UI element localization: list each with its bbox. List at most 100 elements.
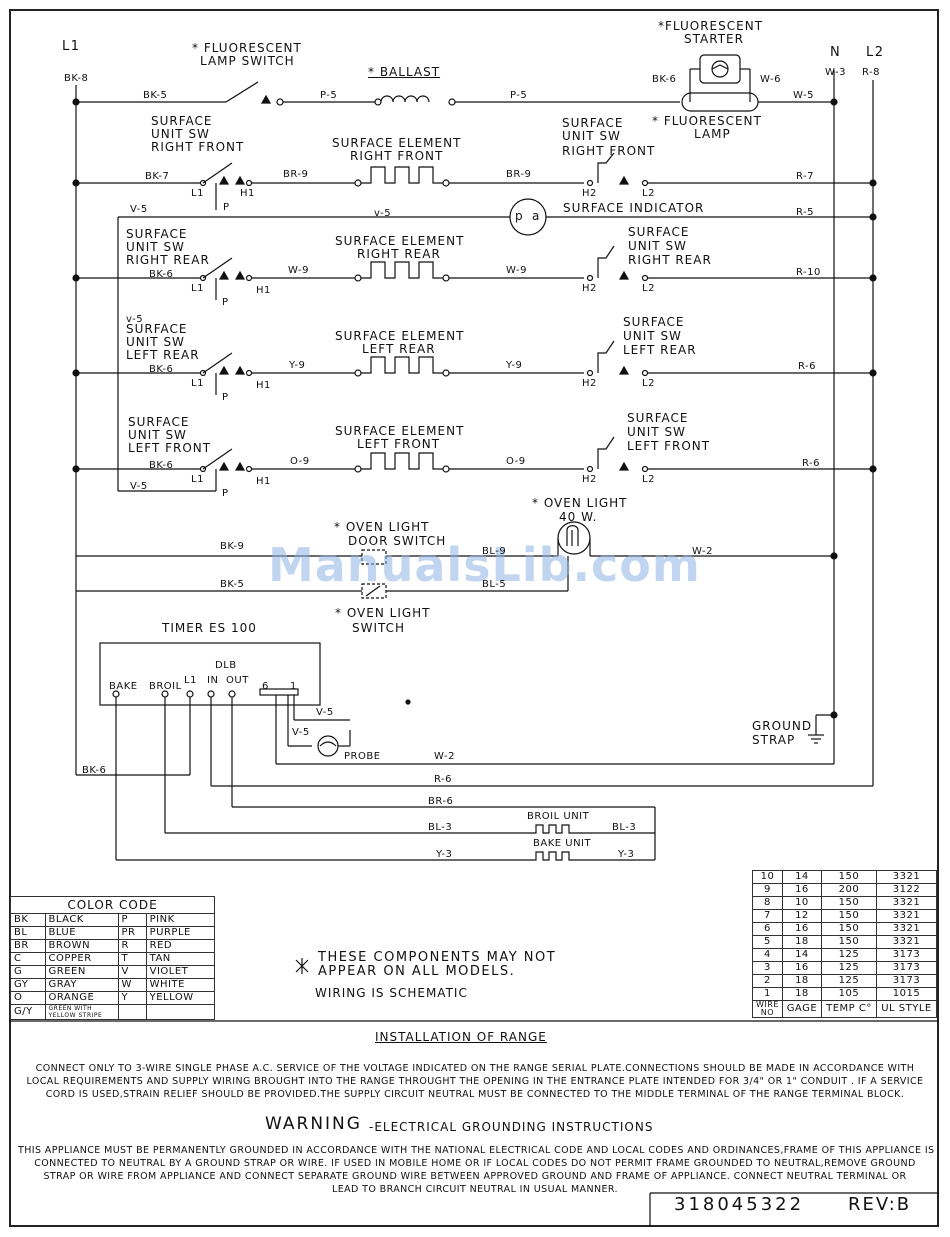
- lamp-label-1: * FLUORESCENT: [652, 114, 762, 128]
- timer-circuit: [76, 642, 874, 861]
- indicator-a: a: [532, 209, 541, 223]
- timer-out: OUT: [226, 675, 249, 686]
- wire-w9-b: W-9: [506, 265, 527, 276]
- wire-w2-oven: W-2: [692, 546, 713, 557]
- rr-sw-label-2: UNIT SW: [126, 240, 185, 254]
- lf-sw2-label-1: SURFACE: [627, 411, 689, 425]
- lamp-label-2: LAMP: [694, 127, 731, 141]
- wire-br9-a: BR-9: [283, 169, 309, 180]
- timer-bake: BAKE: [109, 681, 138, 692]
- broil-unit-label: BROIL UNIT: [527, 811, 590, 822]
- wire-bl5: BL-5: [482, 579, 507, 590]
- install-text: CONNECT ONLY TO 3-WIRE SINGLE PHASE A.C.…: [26, 1063, 924, 1100]
- part-number: 318045322: [674, 1194, 805, 1215]
- lr-sw-label-1: SURFACE: [126, 322, 188, 336]
- revision: REV:B: [848, 1194, 912, 1215]
- wire-p5-a: P-5: [320, 90, 338, 101]
- wire-br9-b: BR-9: [506, 169, 532, 180]
- lr-sw2-label-1: SURFACE: [623, 315, 685, 329]
- wire-bl3-b: BL-3: [612, 822, 637, 833]
- note-line-2: APPEAR ON ALL MODELS.: [318, 964, 516, 979]
- warning-subtitle: -ELECTRICAL GROUNDING INSTRUCTIONS: [369, 1120, 654, 1134]
- n-wire-label: W-3: [825, 67, 846, 78]
- light-switch-label-1: * OVEN LIGHT: [335, 606, 431, 620]
- rr-sw2-label-2: UNIT SW: [628, 239, 687, 253]
- watermark: ManualsLib.com: [268, 538, 701, 592]
- wire-y3-a: Y-3: [436, 849, 453, 860]
- wire-v5-a: V-5: [130, 204, 148, 215]
- wire-r10: R-10: [796, 267, 821, 278]
- surface-row-left-front: [76, 436, 873, 492]
- oven-light-label-1: * OVEN LIGHT: [532, 496, 628, 510]
- wire-bk9: BK-9: [220, 541, 245, 552]
- wire-bk6-rr: BK-6: [149, 269, 174, 280]
- wire-o9-a: O-9: [290, 456, 310, 467]
- lf-sw-label-2: UNIT SW: [128, 428, 187, 442]
- starter-label-2: STARTER: [684, 32, 744, 46]
- lr-sw2-label-2: UNIT SW: [623, 329, 682, 343]
- lamp-switch-label-1: * FLUORESCENT: [192, 41, 302, 55]
- wire-o9-b: O-9: [506, 456, 526, 467]
- wire-bl9: BL-9: [482, 546, 507, 557]
- rf-sw2-label-1: SURFACE: [562, 116, 624, 130]
- lr-elem-label-1: SURFACE ELEMENT: [335, 329, 465, 343]
- timer-pin-6: 6: [262, 681, 269, 692]
- rf-elem-label-2: RIGHT FRONT: [350, 149, 444, 163]
- rr-term-l1: L1: [191, 283, 204, 294]
- door-switch-label-1: * OVEN LIGHT: [334, 520, 430, 534]
- timer-pin-1: 1: [290, 681, 297, 692]
- wire-bk7: BK-7: [145, 171, 170, 182]
- rr-sw2-label-1: SURFACE: [628, 225, 690, 239]
- light-switch-label-2: SWITCH: [352, 621, 406, 635]
- rr-elem-label-1: SURFACE ELEMENT: [335, 234, 465, 248]
- rf-term-p: P: [223, 202, 230, 213]
- wire-r5: R-5: [796, 207, 815, 218]
- rf-sw2-label-3: RIGHT FRONT: [562, 144, 656, 158]
- ground-label-1: GROUND: [752, 719, 813, 733]
- rr-sw-label-3: RIGHT REAR: [126, 253, 210, 267]
- note-line-3: WIRING IS SCHEMATIC: [315, 986, 468, 1000]
- wire-v5-b: v-5: [374, 208, 392, 219]
- door-switch-label-2: DOOR SWITCH: [348, 534, 447, 548]
- surface-row-right-rear: [76, 245, 873, 300]
- lr-sw2-label-3: LEFT REAR: [623, 343, 697, 357]
- rf-elem-label-1: SURFACE ELEMENT: [332, 136, 462, 150]
- l1-wire-label: BK-8: [64, 73, 89, 84]
- wire-bk5-oven: BK-5: [220, 579, 245, 590]
- lr-sw-label-3: LEFT REAR: [126, 348, 200, 362]
- lr-term-h2: H2: [582, 378, 597, 389]
- wire-r7: R-7: [796, 171, 815, 182]
- timer-title: TIMER ES 100: [162, 621, 257, 635]
- timer-in: IN: [207, 675, 219, 686]
- wire-bk6-lf: BK-6: [149, 460, 174, 471]
- wire-w6: W-6: [760, 74, 781, 85]
- l1-label: L1: [62, 39, 81, 54]
- page-frame: [9, 9, 939, 1227]
- wire-bk6-starter: BK-6: [652, 74, 677, 85]
- lr-term-l2: L2: [642, 378, 655, 389]
- rf-term-h2: H2: [582, 188, 597, 199]
- lf-term-l2: L2: [642, 474, 655, 485]
- wire-v5-timer-b: V-5: [292, 727, 310, 738]
- lf-elem-label-1: SURFACE ELEMENT: [335, 424, 465, 438]
- probe-label: PROBE: [344, 751, 381, 762]
- timer-l1: L1: [184, 675, 197, 686]
- surface-row-left-rear: [76, 340, 873, 395]
- rr-term-h1: H1: [256, 285, 271, 296]
- wire-v5-timer-a: V-5: [316, 707, 334, 718]
- lr-elem-label-2: LEFT REAR: [362, 342, 436, 356]
